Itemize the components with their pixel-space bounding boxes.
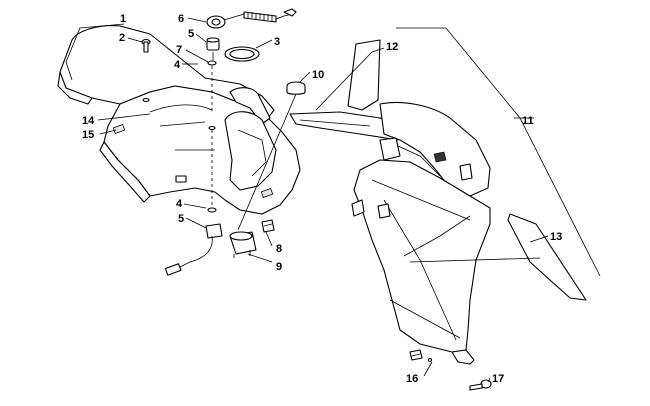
callout-1: 1 — [120, 13, 126, 25]
callout-2: 2 — [119, 32, 125, 44]
bolt-part — [469, 379, 492, 391]
screw-part — [141, 38, 151, 53]
callout-16: 16 — [406, 373, 418, 385]
callout-14: 14 — [82, 115, 95, 127]
ignition-switch-part — [229, 231, 257, 258]
console-panel — [57, 25, 301, 215]
callout-7: 7 — [176, 44, 182, 56]
callout-12: 12 — [386, 41, 398, 53]
push-rivet-part — [409, 349, 433, 363]
callout-11: 11 — [522, 115, 534, 127]
clip-part — [261, 219, 275, 233]
callout-15: 15 — [82, 129, 94, 141]
callout-8: 8 — [276, 243, 282, 255]
bezel-ring-part — [224, 46, 260, 62]
callout-10: 10 — [312, 69, 324, 81]
callout-5: 5 — [188, 28, 194, 40]
grommet-part — [286, 81, 306, 95]
side-panel-assembly — [289, 39, 491, 365]
callout-5: 5 — [178, 213, 184, 225]
key-lanyard-part — [206, 8, 297, 29]
callout-6: 6 — [178, 13, 184, 25]
callout-13: 13 — [550, 231, 562, 243]
callout-3: 3 — [274, 36, 280, 48]
callout-4: 4 — [176, 198, 183, 210]
callout-4: 4 — [174, 59, 181, 71]
callout-17: 17 — [492, 373, 504, 385]
upper-switch-part — [206, 37, 220, 66]
leader-lines — [65, 17, 601, 383]
callout-9: 9 — [276, 261, 282, 273]
callout-labels: 1 2 3 4 4 5 5 6 7 8 9 10 11 12 13 14 15 … — [82, 13, 562, 385]
lower-switch-part — [164, 207, 223, 276]
mud-flap-part — [507, 213, 587, 301]
